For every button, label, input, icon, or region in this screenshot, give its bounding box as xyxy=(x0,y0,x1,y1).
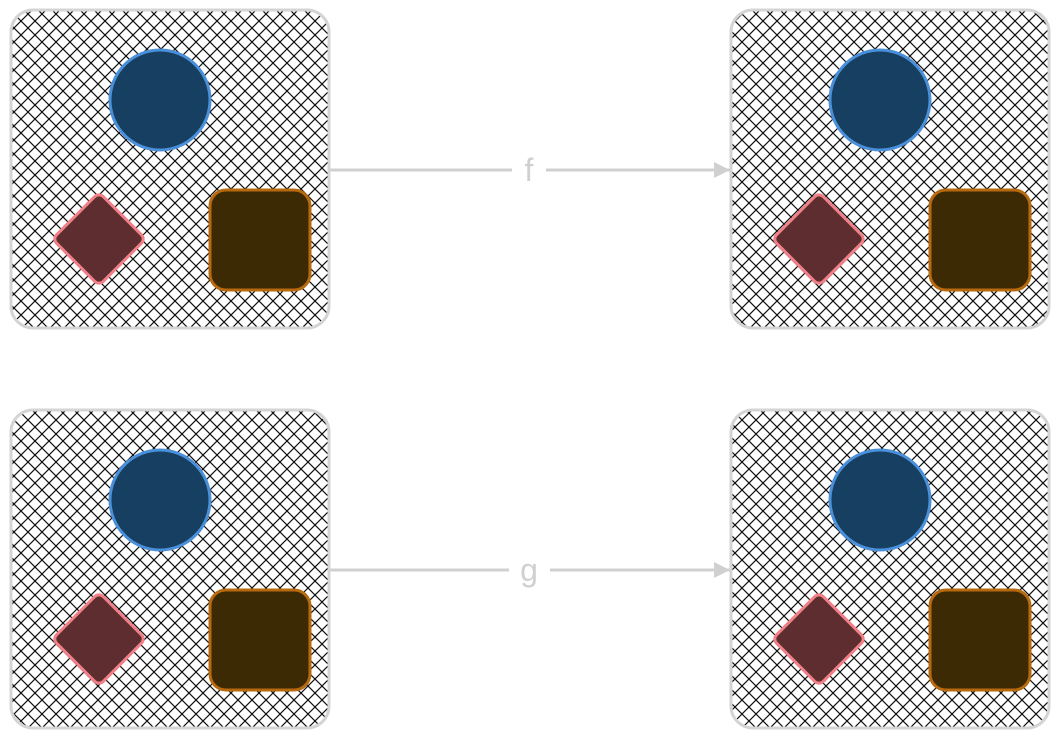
rounded-square-shape xyxy=(208,588,312,692)
diamond-shape xyxy=(53,593,145,685)
arrow-f: f xyxy=(330,152,730,188)
rounded-square-shape xyxy=(928,188,1032,292)
panel-bottom-right xyxy=(729,408,1051,730)
panel-top-left xyxy=(9,8,331,330)
rounded-square-shape xyxy=(208,188,312,292)
panel-bottom-left xyxy=(9,408,331,730)
circle-shape xyxy=(828,48,932,152)
diamond-shape xyxy=(773,593,865,685)
diamond-shape xyxy=(53,193,145,285)
rounded-square-shape xyxy=(928,588,1032,692)
circle-shape xyxy=(108,48,212,152)
circle-shape xyxy=(108,448,212,552)
panel-top-right xyxy=(729,8,1051,330)
arrow-f-label: f xyxy=(525,152,534,188)
arrow-g-label: g xyxy=(520,552,538,588)
diamond-shape xyxy=(773,193,865,285)
circle-shape xyxy=(828,448,932,552)
arrow-g: g xyxy=(330,552,730,588)
